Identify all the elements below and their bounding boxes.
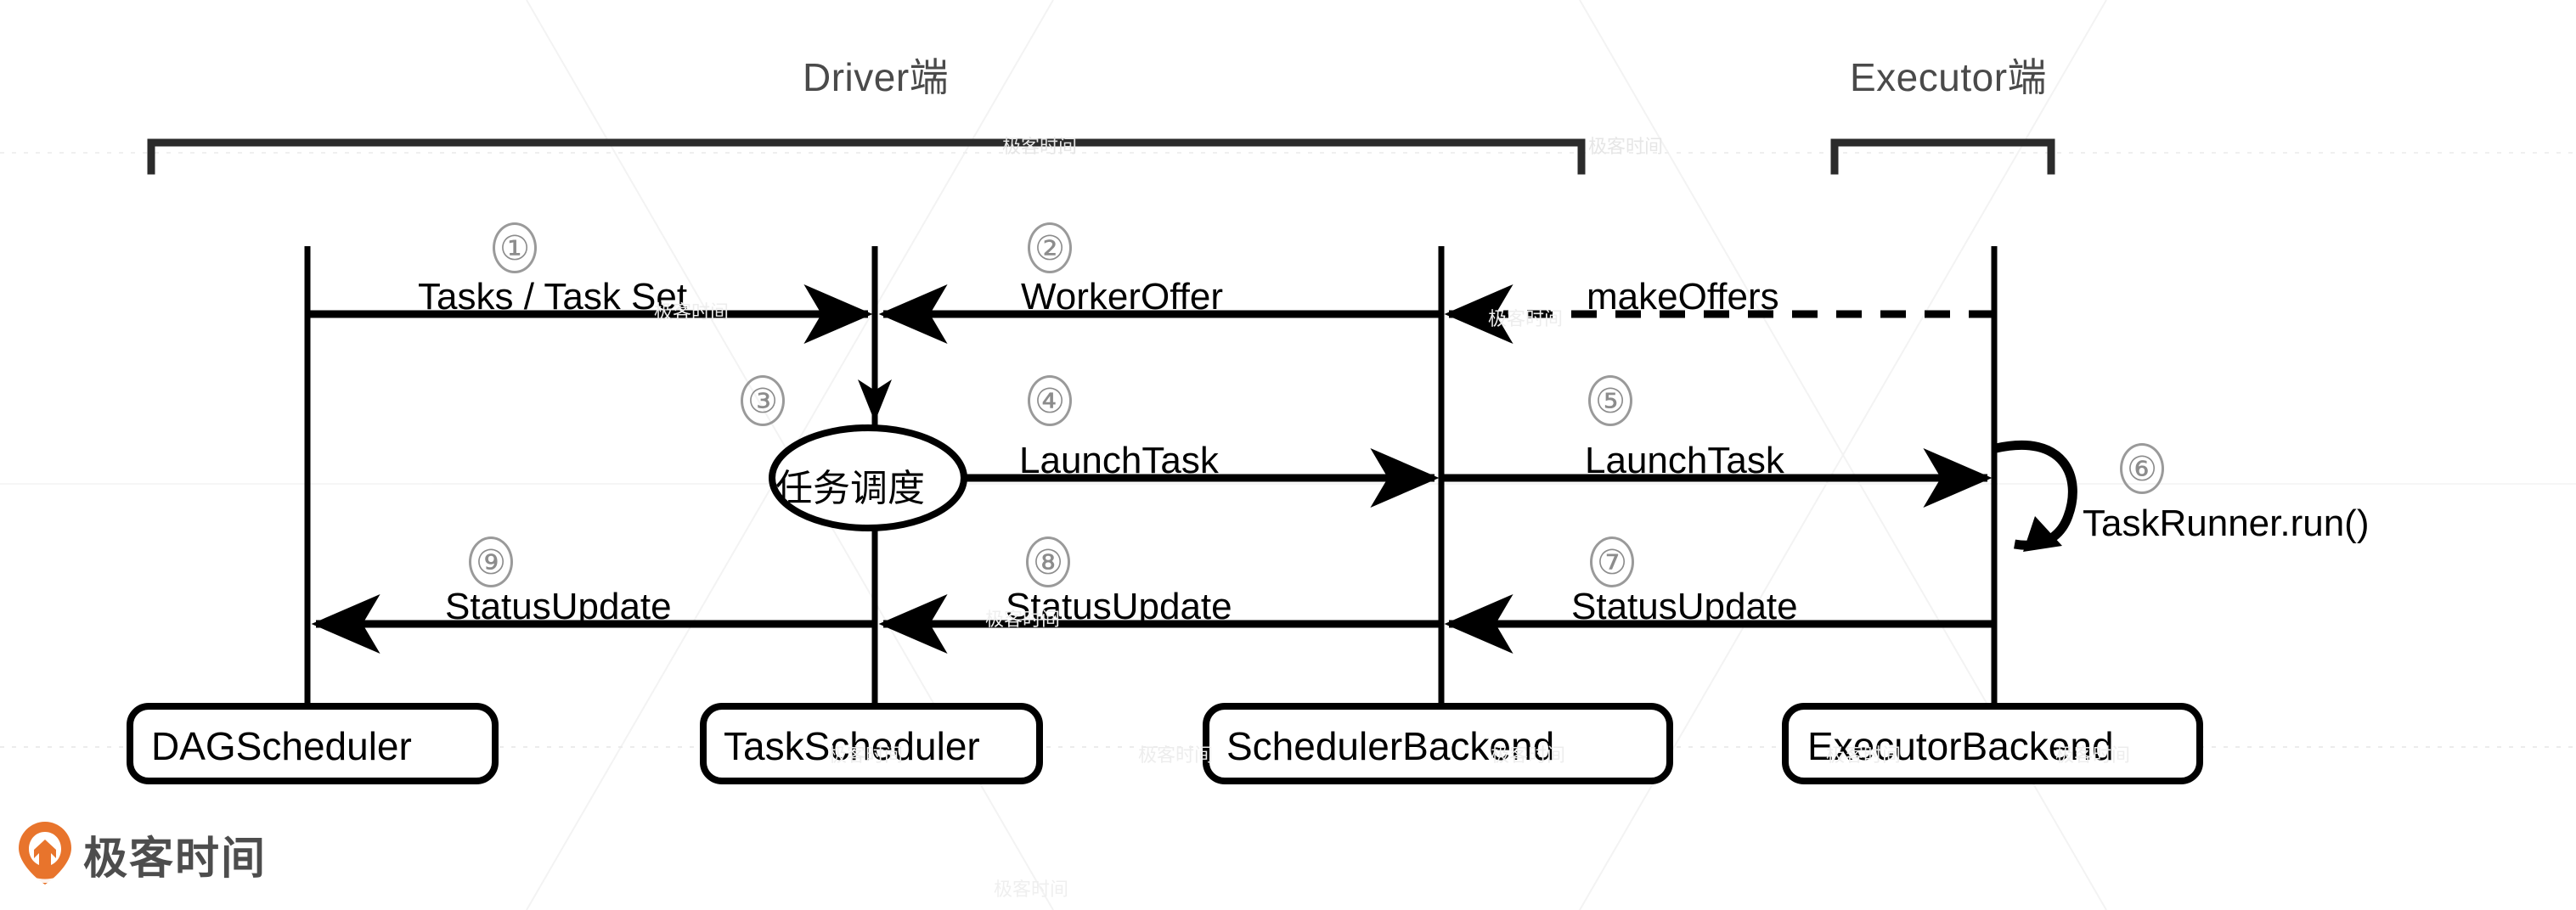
step-badge-1: ①: [493, 222, 537, 273]
watermark-text: 极客时间: [1491, 744, 1566, 766]
message-label-launchtask-1: LaunchTask: [1019, 440, 1219, 481]
node-label-executorbackend: ExecutorBackend: [1807, 724, 2114, 768]
step-badge-5: ⑤: [1588, 375, 1632, 426]
message-label-statusupdate-9: StatusUpdate: [445, 586, 672, 627]
step-badge-9: ⑨: [469, 536, 513, 587]
watermark-text: 极客时间: [828, 744, 904, 766]
message-label-tasks-taskset: Tasks / Task Set: [418, 276, 688, 317]
brand-logo-text: 极客时间: [83, 833, 268, 885]
step-badge-4: ④: [1028, 375, 1072, 426]
node-box-taskscheduler: [700, 703, 1043, 784]
activity-label-task-scheduling: 任务调度: [775, 468, 925, 509]
message-label-launchtask-2: LaunchTask: [1585, 440, 1784, 481]
message-label-taskrunner-run: TaskRunner.run(): [2083, 503, 2370, 544]
step-badge-3: ③: [741, 375, 785, 426]
watermark-text: 极客时间: [985, 609, 1061, 630]
message-label-statusupdate-8: StatusUpdate: [1006, 586, 1232, 627]
node-box-dagscheduler: [127, 703, 499, 784]
group-bracket-executor: [1830, 138, 2055, 175]
message-label-makeoffers: makeOffers: [1587, 276, 1779, 317]
watermark-text: 极客时间: [1826, 744, 1902, 766]
node-box-schedulerbackend: [1203, 703, 1673, 784]
node-label-taskscheduler: TaskScheduler: [724, 724, 980, 768]
step-badge-2: ②: [1028, 222, 1072, 273]
watermark-text: 极客时间: [1002, 136, 1078, 157]
group-title-driver: Driver端: [803, 55, 950, 99]
watermark-text: 极客时间: [2055, 744, 2131, 766]
group-bracket-driver: [147, 138, 1586, 175]
activity-ellipse-task-scheduling: [769, 424, 967, 531]
watermark-text: 极客时间: [994, 879, 1069, 900]
group-title-executor: Executor端: [1850, 55, 2048, 99]
watermark-text: 极客时间: [1588, 136, 1664, 157]
brand-logo: 极客时间: [19, 822, 267, 886]
brand-logo-spacer: [19, 822, 71, 886]
step-badge-6: ⑥: [2120, 443, 2164, 494]
message-label-statusupdate-7: StatusUpdate: [1571, 586, 1798, 627]
message-label-workeroffer: WorkerOffer: [1021, 276, 1223, 317]
node-label-dagscheduler: DAGScheduler: [151, 724, 412, 768]
watermark-text: 极客时间: [1488, 308, 1564, 329]
watermark-text: 极客时间: [1138, 744, 1214, 766]
step-badge-7: ⑦: [1590, 536, 1634, 587]
node-boxes: [127, 703, 2203, 784]
watermark-text: 极客时间: [654, 301, 730, 323]
brand-logo-icon: [19, 822, 71, 885]
node-box-executorbackend: [1782, 703, 2203, 784]
node-label-schedulerbackend: SchedulerBackend: [1226, 724, 1555, 768]
self-loop-arrowhead: [2023, 516, 2062, 552]
step-badge-8: ⑧: [1026, 536, 1070, 587]
